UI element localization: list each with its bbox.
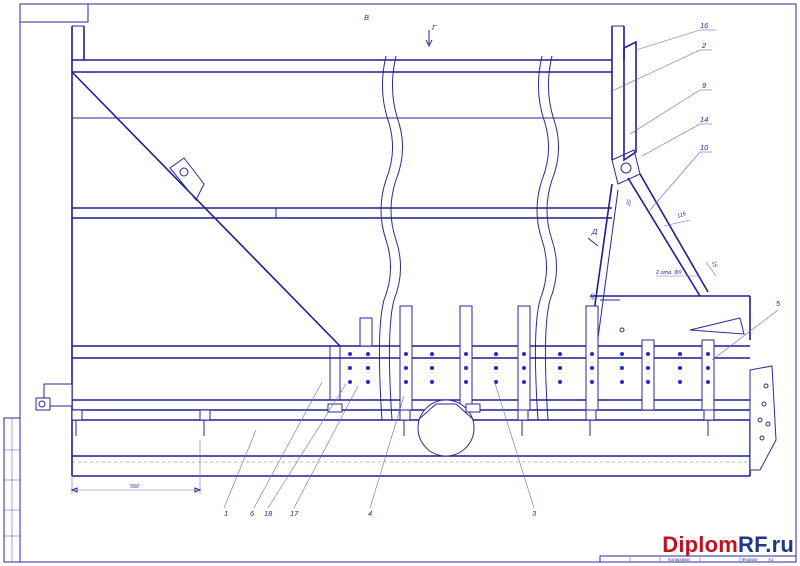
bolt-hole bbox=[522, 380, 526, 384]
part-3: 3 bbox=[532, 509, 537, 518]
watermark-part2: RF.ru bbox=[738, 532, 794, 557]
part-14: 14 bbox=[700, 115, 708, 124]
bolt-hole bbox=[404, 380, 408, 384]
bolt-hole bbox=[590, 366, 594, 370]
bolt-hole bbox=[678, 352, 682, 356]
bolt-hole bbox=[366, 366, 370, 370]
part-1: 1 bbox=[224, 509, 228, 518]
part-18: 18 bbox=[264, 509, 273, 518]
weld-note: 2 отв. Ф9 bbox=[655, 270, 682, 276]
view-g-label: Г bbox=[432, 23, 437, 32]
dimensions-right: 20 115 15 60 2 отв. Ф9 bbox=[590, 198, 718, 300]
part-5: 5 bbox=[776, 299, 781, 308]
bolt-hole bbox=[678, 366, 682, 370]
bolt-hole bbox=[430, 352, 434, 356]
view-markers: В Г Д bbox=[364, 13, 599, 247]
view-v-label: В bbox=[364, 13, 369, 22]
bolt-hole bbox=[620, 380, 624, 384]
bolt-hole bbox=[404, 352, 408, 356]
bolt-hole bbox=[558, 352, 562, 356]
end-plate bbox=[749, 365, 777, 471]
watermark-part1: Diplom bbox=[662, 532, 738, 557]
bolt-hole bbox=[464, 352, 468, 356]
bolt-hole bbox=[678, 380, 682, 384]
feet bbox=[71, 403, 715, 436]
dim-115: 115 bbox=[677, 211, 688, 220]
bolt-holes bbox=[348, 352, 710, 384]
bolt-hole bbox=[590, 380, 594, 384]
bolt-hole bbox=[590, 352, 594, 356]
part-labels: 16 2 9 14 10 5 1 6 18 17 4 3 bbox=[224, 21, 781, 518]
bolt-hole bbox=[404, 366, 408, 370]
bolt-hole bbox=[494, 352, 498, 356]
tipping-mechanism bbox=[589, 40, 751, 341]
dimension-base: 550 bbox=[70, 440, 202, 494]
bolt-hole bbox=[464, 366, 468, 370]
bolt-hole bbox=[706, 352, 710, 356]
bolt-hole bbox=[522, 366, 526, 370]
sheet-frame bbox=[3, 3, 797, 563]
break-lines bbox=[378, 55, 559, 421]
bolt-hole bbox=[522, 352, 526, 356]
bolt-hole bbox=[646, 366, 650, 370]
bolt-hole bbox=[706, 366, 710, 370]
wheel bbox=[417, 399, 475, 457]
bolt-hole bbox=[348, 366, 352, 370]
stamp-format-value: A1 bbox=[768, 557, 774, 562]
bolt-hole bbox=[366, 352, 370, 356]
stamp-format: Формат bbox=[742, 557, 758, 562]
bolt-hole bbox=[646, 352, 650, 356]
bolt-hole bbox=[558, 380, 562, 384]
view-d-label: Д bbox=[591, 227, 598, 236]
title-block: Копировал Формат A1 bbox=[599, 555, 797, 563]
bolt-hole bbox=[464, 380, 468, 384]
dim-60: 60 bbox=[590, 292, 597, 300]
part-6: 6 bbox=[250, 509, 255, 518]
part-17: 17 bbox=[290, 509, 299, 518]
stamp-copied: Копировал bbox=[668, 557, 691, 562]
bolt-hole bbox=[646, 380, 650, 384]
part-16: 16 bbox=[700, 21, 709, 30]
bolt-hole bbox=[620, 352, 624, 356]
dim-550: 550 bbox=[130, 484, 140, 490]
bolt-hole bbox=[706, 380, 710, 384]
bolt-hole bbox=[348, 352, 352, 356]
bolt-hole bbox=[494, 366, 498, 370]
part-2: 2 bbox=[701, 41, 707, 50]
dim-15: 15 bbox=[710, 261, 718, 270]
part-4: 4 bbox=[368, 509, 372, 518]
bolt-hole bbox=[558, 366, 562, 370]
bolt-hole bbox=[366, 380, 370, 384]
bolt-hole bbox=[430, 380, 434, 384]
bolt-hole bbox=[620, 366, 624, 370]
bolt-hole bbox=[348, 380, 352, 384]
bolt-hole bbox=[430, 366, 434, 370]
dim-20: 20 bbox=[626, 198, 633, 207]
leader-lines bbox=[223, 29, 779, 509]
part-10: 10 bbox=[700, 143, 709, 152]
hopper-body bbox=[71, 25, 625, 420]
watermark-logo: DiplomRF.ru bbox=[662, 532, 794, 558]
part-9: 9 bbox=[702, 81, 707, 90]
